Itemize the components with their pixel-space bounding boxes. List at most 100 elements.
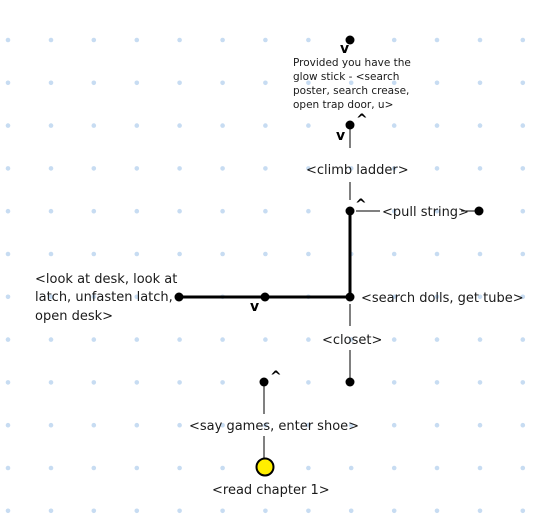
grid-dot — [306, 123, 311, 128]
grid-dot — [520, 123, 526, 128]
label-glow-stick-line4: open trap door, u> — [293, 99, 393, 111]
grid-dot — [5, 337, 11, 342]
grid-dot — [434, 422, 440, 428]
node-shoe[interactable] — [259, 377, 269, 387]
label-glow-stick-line2: glow stick - <search — [293, 71, 399, 83]
grid-dot — [91, 465, 97, 471]
grid-dot — [477, 380, 483, 385]
grid-dot — [134, 80, 140, 86]
grid-dot — [177, 80, 182, 86]
grid-dot — [91, 294, 97, 300]
grid-dot — [48, 37, 54, 43]
grid-dot — [434, 123, 440, 128]
start-node[interactable] — [255, 457, 275, 477]
grid-dot — [477, 465, 483, 471]
grid-dot — [134, 465, 140, 471]
grid-dot — [391, 251, 397, 257]
grid-dot — [48, 123, 54, 128]
grid-dot — [391, 337, 397, 342]
label-glow-stick-line1: Provided you have the — [293, 57, 411, 69]
grid-dot — [134, 166, 140, 171]
grid-dot — [220, 465, 225, 471]
grid-dot — [263, 37, 268, 43]
grid-dot — [5, 422, 11, 428]
grid-dot — [91, 166, 97, 171]
grid-dot — [177, 251, 182, 257]
node-desk[interactable] — [174, 292, 184, 302]
grid-dot — [348, 422, 354, 428]
grid-dot — [520, 294, 526, 300]
grid-dot — [134, 380, 140, 385]
grid-dot — [220, 80, 225, 86]
node-top[interactable] — [345, 35, 355, 45]
up-mark-shoe: ^ — [270, 369, 282, 385]
grid-dot — [177, 166, 182, 171]
grid-dot — [306, 166, 311, 171]
node-desk-mid[interactable] — [260, 292, 270, 302]
grid-dot — [434, 294, 440, 300]
grid-dot — [348, 465, 354, 471]
grid-dot — [306, 208, 311, 214]
grid-dot — [520, 37, 526, 43]
label-read-chapter: <read chapter 1> — [212, 483, 330, 498]
grid-dot — [134, 251, 140, 257]
grid-dot — [220, 208, 225, 214]
grid-dot — [477, 166, 483, 171]
node-dolls[interactable] — [345, 292, 355, 302]
grid-dot — [5, 166, 11, 171]
node-trap-door[interactable] — [345, 120, 355, 130]
grid-dot — [134, 123, 140, 128]
grid-dot — [477, 337, 483, 342]
grid-dot — [220, 37, 225, 43]
grid-dot — [477, 123, 483, 128]
grid-dot — [434, 337, 440, 342]
grid-dot — [48, 80, 54, 86]
grid-dot — [434, 465, 440, 471]
grid-dot — [477, 37, 483, 43]
label-climb-ladder: <climb ladder> — [306, 163, 409, 178]
grid-dot — [48, 208, 54, 214]
grid-dot — [477, 422, 483, 428]
grid-dot — [306, 337, 311, 342]
up-mark-trap-door: ^ — [356, 112, 368, 128]
grid-dot — [391, 465, 397, 471]
grid-dot — [220, 380, 225, 385]
grid-dot — [177, 208, 182, 214]
grid-dot — [477, 294, 483, 300]
grid-dot — [263, 251, 268, 257]
grid-dot — [5, 37, 11, 43]
grid-dot — [391, 422, 397, 428]
grid-dot — [391, 294, 397, 300]
grid-dot — [434, 508, 440, 514]
grid-dot — [177, 337, 182, 342]
grid-dot — [306, 380, 311, 385]
grid-dot — [91, 508, 97, 514]
grid-dot — [434, 37, 440, 43]
grid-dot — [91, 123, 97, 128]
grid-dot — [5, 465, 11, 471]
grid-dot — [48, 465, 54, 471]
node-pull-string[interactable] — [474, 206, 484, 216]
grid-dot — [434, 80, 440, 86]
grid-dot — [5, 508, 11, 514]
grid-dot — [134, 208, 140, 214]
grid-dot — [520, 166, 526, 171]
grid-dot — [177, 380, 182, 385]
grid-dot — [306, 251, 311, 257]
label-search-dolls: <search dolls, get tube> — [361, 291, 524, 306]
grid-dot — [434, 251, 440, 257]
grid-dot — [306, 465, 311, 471]
grid-dot — [220, 123, 225, 128]
grid-dot — [520, 208, 526, 214]
grid-dot — [5, 294, 11, 300]
node-closet[interactable] — [345, 377, 355, 387]
grid-dot — [520, 80, 526, 86]
grid-dot — [5, 80, 11, 86]
grid-dot — [434, 208, 440, 214]
grid-dot — [91, 380, 97, 385]
grid-dot — [48, 380, 54, 385]
grid-dot — [134, 508, 140, 514]
grid-dot — [520, 508, 526, 514]
node-ladder-top[interactable] — [345, 206, 355, 216]
grid-dot — [391, 123, 397, 128]
